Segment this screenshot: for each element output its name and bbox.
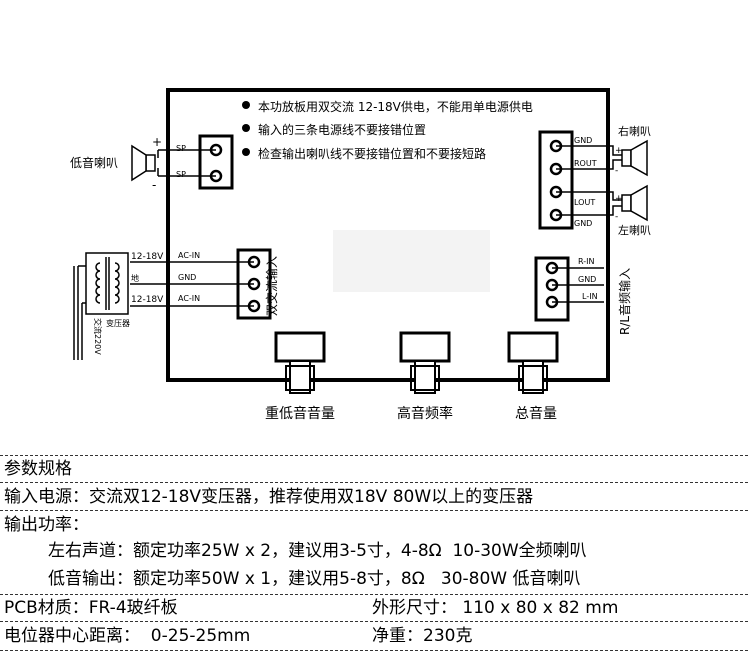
speaker-output-connector: GND ROUT LOUT GND + - + - 右喇叭 左喇叭 [538,124,651,237]
divider [0,650,748,651]
spec-pot-distance: 电位器中心距离： 0-25-25mm [4,626,251,646]
subwoofer-label: 低音喇叭 [70,155,118,170]
sp-pin-label: SP [176,170,186,179]
spec-title: 参数规格 [4,459,72,479]
right-plus-sign: + [615,146,623,156]
sub-minus-sign: - [152,178,156,192]
divider [0,482,748,483]
spec-bass-output: 低音输出：额定功率50W x 1，建议用5-8寸，8Ω 30-80W 低音喇叭 [48,569,581,589]
voltage-label: 12-18V [131,295,164,305]
bullet-icon [242,101,250,109]
board-blank-area [333,230,490,292]
left-speaker-label: 左喇叭 [618,223,651,237]
spec-dimensions: 外形尺寸： 110 x 80 x 82 mm [372,598,619,618]
l-in-pin-label: L-IN [582,292,598,301]
transformer-icon: 交流220V 变压器 [73,252,130,360]
subwoofer-speaker-icon [131,144,156,182]
knob-bass-volume: 重低音音量 [265,331,335,422]
note-1: 本功放板用双交流 12-18V供电，不能用单电源供电 [258,99,533,114]
ac-input-title: 双交流输入 [264,256,279,316]
sp-pin-label: SP [176,144,186,153]
sub-plus-sign: + [152,135,162,149]
right-speaker-icon [621,139,648,177]
spec-table: 参数规格 输入电源：交流双12-18V变压器，推荐使用双18V 80W以上的变压… [0,455,750,656]
note-3: 检查输出喇叭线不要接错位置和不要接短路 [258,146,486,161]
knob-label: 重低音音量 [265,405,335,422]
bullet-icon [242,148,250,156]
r-in-pin-label: R-IN [578,257,594,266]
divider [0,510,748,511]
gnd-pin-label: GND [178,273,196,282]
ac-in-pin-label: AC-IN [178,294,200,303]
gnd-pin-label: GND [574,136,592,145]
audio-input-title: R/L音频输入 [617,268,632,335]
spec-output-power: 输出功率： [4,515,89,535]
transformer-label: 变压器 [106,318,130,328]
left-plus-sign: + [615,194,623,204]
knob-label: 总音量 [515,405,557,422]
divider [0,594,748,595]
right-speaker-label: 右喇叭 [618,124,651,138]
spec-pcb: PCB材质：FR-4玻纤板 [4,598,178,618]
wiring-diagram: 本功放板用双交流 12-18V供电，不能用单电源供电 输入的三条电源线不要接错位… [70,88,651,422]
audio-input-connector: R-IN GND L-IN R/L音频输入 [534,256,632,335]
left-speaker-icon [621,184,648,222]
rout-pin-label: ROUT [574,159,597,168]
bullet-icon [242,124,250,132]
ac-in-pin-label: AC-IN [178,251,200,260]
voltage-label: 12-18V [131,252,164,262]
knob-master-volume: 总音量 [507,331,559,422]
spec-power-input: 输入电源：交流双12-18V变压器，推荐使用双18V 80W以上的变压器 [4,487,534,507]
gnd-pin-label: GND [578,275,596,284]
knob-label: 高音频率 [397,405,453,422]
ground-label: 地 [131,273,139,283]
gnd-pin-label: GND [574,219,592,228]
lout-pin-label: LOUT [574,198,595,207]
ac-input-connector: AC-IN GND AC-IN 12-18V 地 12-18V 双交流输入 [130,248,279,320]
spec-weight: 净重：230克 [372,626,473,646]
divider [0,621,748,622]
left-minus-sign: - [615,212,618,222]
notes-list: 本功放板用双交流 12-18V供电，不能用单电源供电 输入的三条电源线不要接错位… [242,99,533,161]
sub-output-connector: SP SP + - 低音喇叭 [70,134,234,192]
right-minus-sign: - [615,166,618,176]
divider [0,455,748,456]
note-2: 输入的三条电源线不要接错位置 [258,122,426,137]
spec-lr-channel: 左右声道：额定功率25W x 2，建议用3-5寸，4-8Ω 10-30W全频喇叭 [48,541,587,561]
knob-treble-frequency: 高音频率 [397,331,453,422]
mains-label: 交流220V [93,318,103,355]
